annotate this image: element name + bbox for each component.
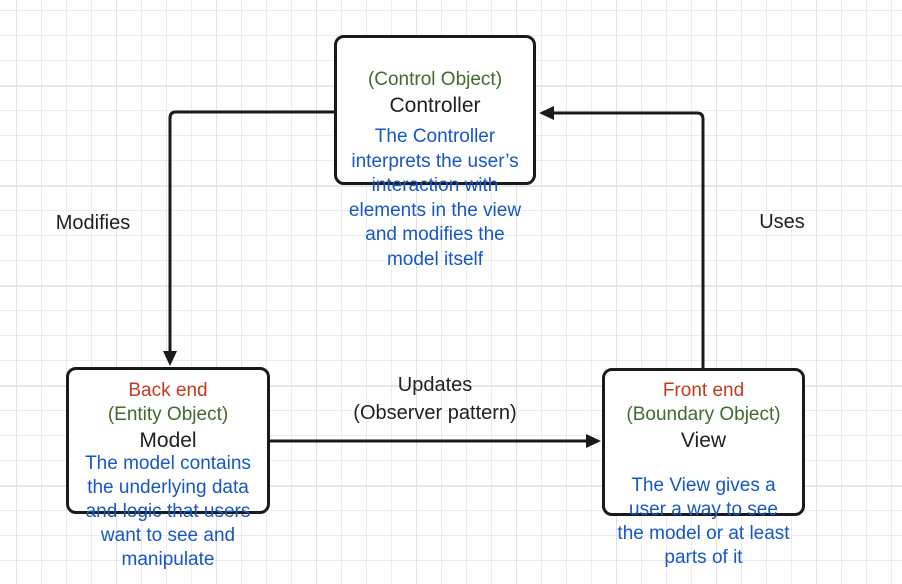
node-controller-description: The Controller interprets the user’s int… [337, 125, 533, 272]
node-controller-tag: (Control Object) [367, 69, 503, 90]
description-line: The View gives a [631, 475, 776, 496]
description-line: manipulate [121, 549, 215, 570]
description-line: The model contains [85, 453, 251, 474]
node-controller: (Control Object) Controller The Controll… [334, 35, 536, 270]
node-view-title: View [680, 429, 727, 452]
arrow-uses [539, 106, 705, 368]
arrow-uses-line [554, 111, 705, 368]
edge-label-uses: Uses [759, 211, 805, 233]
node-view-description: The View gives a user a way to see the m… [605, 474, 802, 570]
description-line: interprets the user’s [351, 150, 519, 172]
arrow-modifies [163, 110, 334, 366]
description-line: the model or at least [617, 523, 790, 544]
node-controller-title: Controller [389, 94, 481, 117]
node-view-tag: (Boundary Object) [626, 404, 781, 425]
node-model-description: The model contains the underlying data a… [69, 452, 267, 572]
edge-label-updates: Updates (Observer pattern) [310, 371, 560, 427]
description-line: and logic that users [85, 501, 251, 522]
edge-label-updates-line1: Updates [397, 374, 473, 396]
description-line: the underlying data [87, 477, 249, 498]
arrow-updates [270, 434, 601, 448]
node-model-role: Back end [128, 380, 208, 401]
edge-label-updates-line2: (Observer pattern) [353, 402, 517, 424]
node-view-role: Front end [662, 380, 745, 401]
description-line: elements in the view [348, 199, 522, 221]
node-model-title: Model [139, 429, 197, 452]
node-view: Front end (Boundary Object) View The Vie… [602, 368, 805, 568]
node-model: Back end (Entity Object) Model The model… [66, 367, 270, 570]
description-line: user a way to see [629, 499, 778, 520]
arrow-updates-head-icon [586, 434, 601, 448]
arrow-uses-head-icon [539, 106, 554, 120]
description-line: want to see and [100, 525, 236, 546]
edge-label-modifies: Modifies [55, 212, 131, 234]
arrow-modifies-head-icon [163, 351, 177, 366]
description-line: The Controller [374, 126, 496, 147]
description-line: model itself [386, 248, 484, 270]
arrow-modifies-line [168, 110, 334, 351]
description-line: interaction with [371, 175, 499, 196]
node-model-tag: (Entity Object) [107, 404, 229, 425]
description-line: parts of it [664, 547, 743, 568]
description-line: and modifies the [365, 224, 505, 245]
